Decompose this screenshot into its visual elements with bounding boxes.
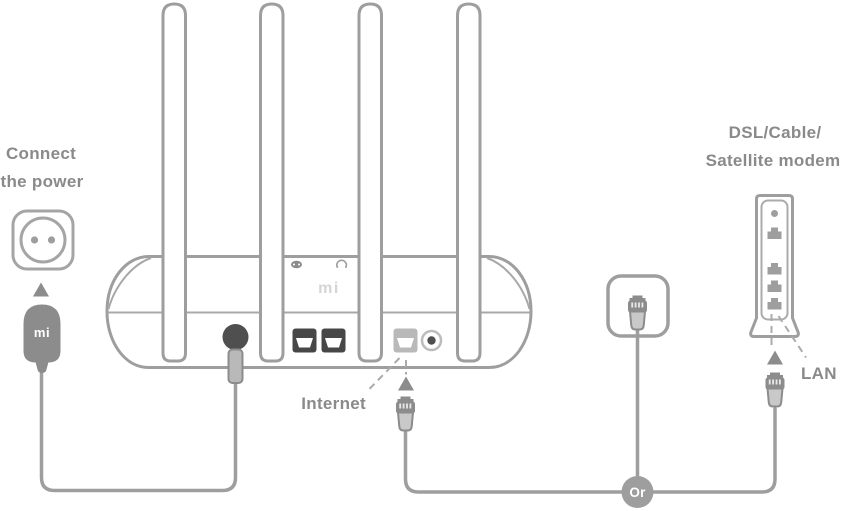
router-top-mi-logo: mi bbox=[318, 280, 340, 297]
router-right-corner-line bbox=[486, 257, 531, 310]
internet-callout: Internet bbox=[301, 357, 414, 413]
antenna-2 bbox=[259, 2, 285, 363]
lan-port-2 bbox=[321, 328, 346, 353]
wan-dashed-line-1 bbox=[365, 357, 401, 393]
antenna-4 bbox=[456, 2, 482, 363]
modem-illustration bbox=[749, 194, 800, 338]
rj45-plug-icon-lan bbox=[764, 371, 786, 408]
power-port bbox=[222, 324, 249, 350]
power-plug bbox=[227, 348, 244, 384]
lan-label: LAN bbox=[801, 364, 837, 383]
modem-label-line1: DSL/Cable/ bbox=[729, 123, 822, 142]
lan-port-1 bbox=[292, 328, 317, 353]
up-arrow-icon-power bbox=[33, 282, 49, 297]
up-arrow-icon-lan bbox=[767, 350, 783, 365]
router-left-corner-line bbox=[107, 257, 152, 310]
or-label: Or bbox=[629, 485, 646, 500]
modem-section: DSL/Cable/ Satellite modem LAN bbox=[706, 123, 841, 408]
rj45-plug-icon-wall-jack bbox=[627, 294, 648, 331]
internet-label: Internet bbox=[301, 394, 366, 413]
wan-port-icon bbox=[393, 328, 418, 353]
adapter-mi-logo: mi bbox=[34, 325, 50, 340]
internet-cable bbox=[403, 428, 624, 494]
power-section: Connect the power mi bbox=[1, 144, 238, 493]
reset-button-icon bbox=[420, 329, 443, 352]
modem-faceplate bbox=[760, 199, 789, 321]
rj45-plug-icon-internet bbox=[395, 395, 416, 432]
antenna-3 bbox=[357, 2, 383, 363]
modem-dashed-line-2 bbox=[777, 315, 807, 359]
connect-power-label-line1: Connect bbox=[6, 144, 76, 163]
led-status-icon bbox=[291, 260, 302, 269]
power-adapter-icon: mi bbox=[23, 304, 61, 373]
wall-ethernet-jack-icon bbox=[606, 274, 670, 479]
router: mi bbox=[105, 2, 533, 384]
lan-cable bbox=[651, 407, 777, 494]
modem-led-dot bbox=[771, 210, 778, 217]
wifi-status-icon bbox=[336, 259, 348, 268]
connect-power-label-line2: the power bbox=[1, 172, 84, 191]
antenna-1 bbox=[161, 2, 187, 363]
power-cable bbox=[39, 370, 238, 493]
up-arrow-icon-internet bbox=[398, 376, 414, 391]
modem-label-line2: Satellite modem bbox=[706, 151, 841, 170]
power-outlet-icon bbox=[11, 209, 75, 271]
or-junction-badge: Or bbox=[621, 476, 654, 508]
